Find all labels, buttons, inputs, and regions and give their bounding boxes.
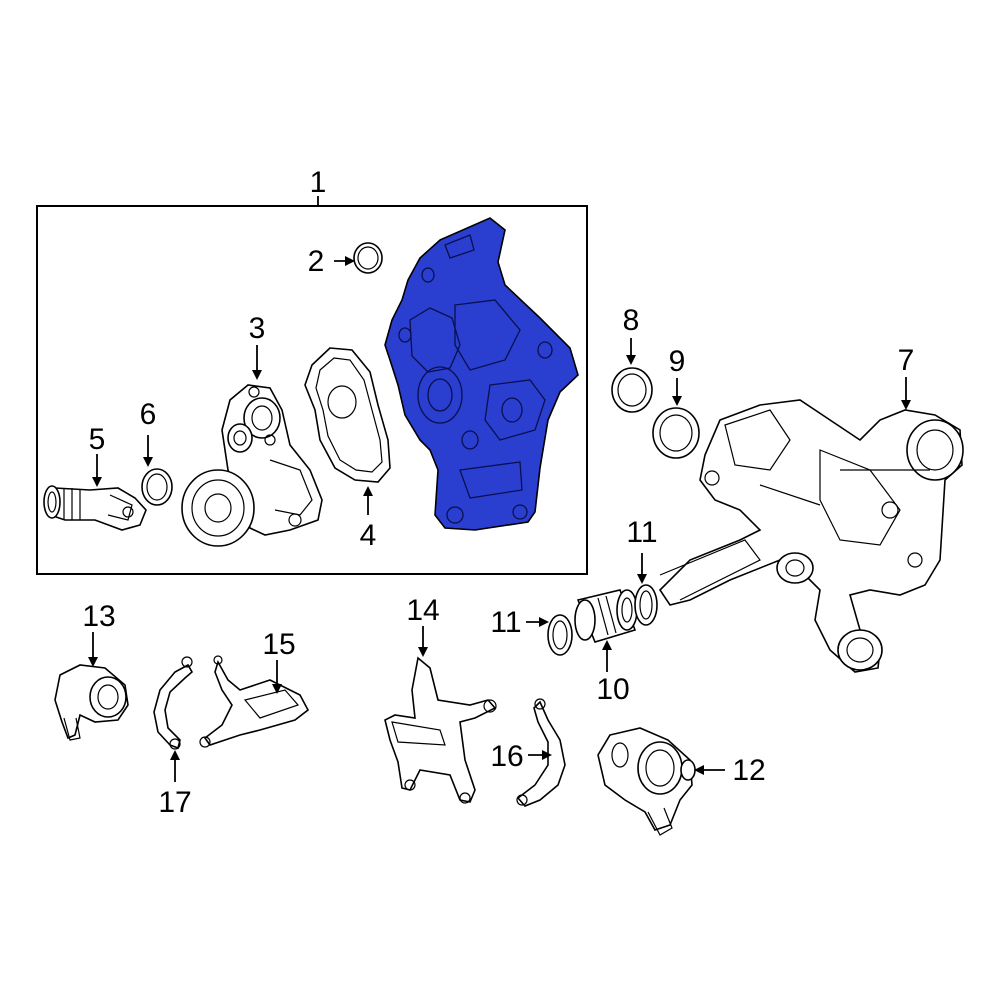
part-7-coolant-housing[interactable] [658,399,964,673]
callout-14: 14 [406,594,439,627]
callout-9: 9 [669,345,686,378]
part-10-hose-connector[interactable] [574,589,638,643]
callout-1: 1 [310,166,327,199]
part-5-outlet-pipe[interactable] [43,485,147,531]
part-17-bracket-band[interactable] [153,656,194,750]
callout-6: 6 [140,398,157,431]
part-9-seal-ring[interactable] [652,407,700,459]
part-14-bracket[interactable] [384,656,497,804]
callout-12: 12 [732,754,765,787]
callout-2: 2 [308,245,325,278]
callout-16: 16 [490,740,523,773]
callout-4: 4 [360,519,377,552]
callout-13: 13 [82,600,115,633]
part-12-auxiliary-pump[interactable] [597,727,696,836]
part-11-o-ring-right[interactable] [634,584,658,626]
callout-7: 7 [898,344,915,377]
part-8-seal-ring[interactable] [611,367,653,413]
callout-17: 17 [158,786,191,819]
part-16-band-clamp[interactable] [516,698,566,807]
callout-8: 8 [623,304,640,337]
part-3-water-pump[interactable] [181,384,323,547]
callout-11a: 11 [490,606,521,639]
part-13-auxiliary-pump[interactable] [54,664,129,741]
callout-15: 15 [262,628,295,661]
part-11-o-ring-left[interactable] [547,614,573,656]
part-1-housing-highlighted[interactable] [384,217,579,531]
part-4-gasket[interactable] [304,347,391,483]
assembly-group-box [36,205,588,575]
callout-3: 3 [249,312,266,345]
part-15-mounting-bracket[interactable] [199,655,310,748]
part-2-o-ring[interactable] [353,242,383,274]
callout-5: 5 [89,423,106,456]
callout-11b: 11 [626,516,657,549]
callout-10: 10 [596,673,629,706]
part-6-o-ring[interactable] [141,468,173,506]
